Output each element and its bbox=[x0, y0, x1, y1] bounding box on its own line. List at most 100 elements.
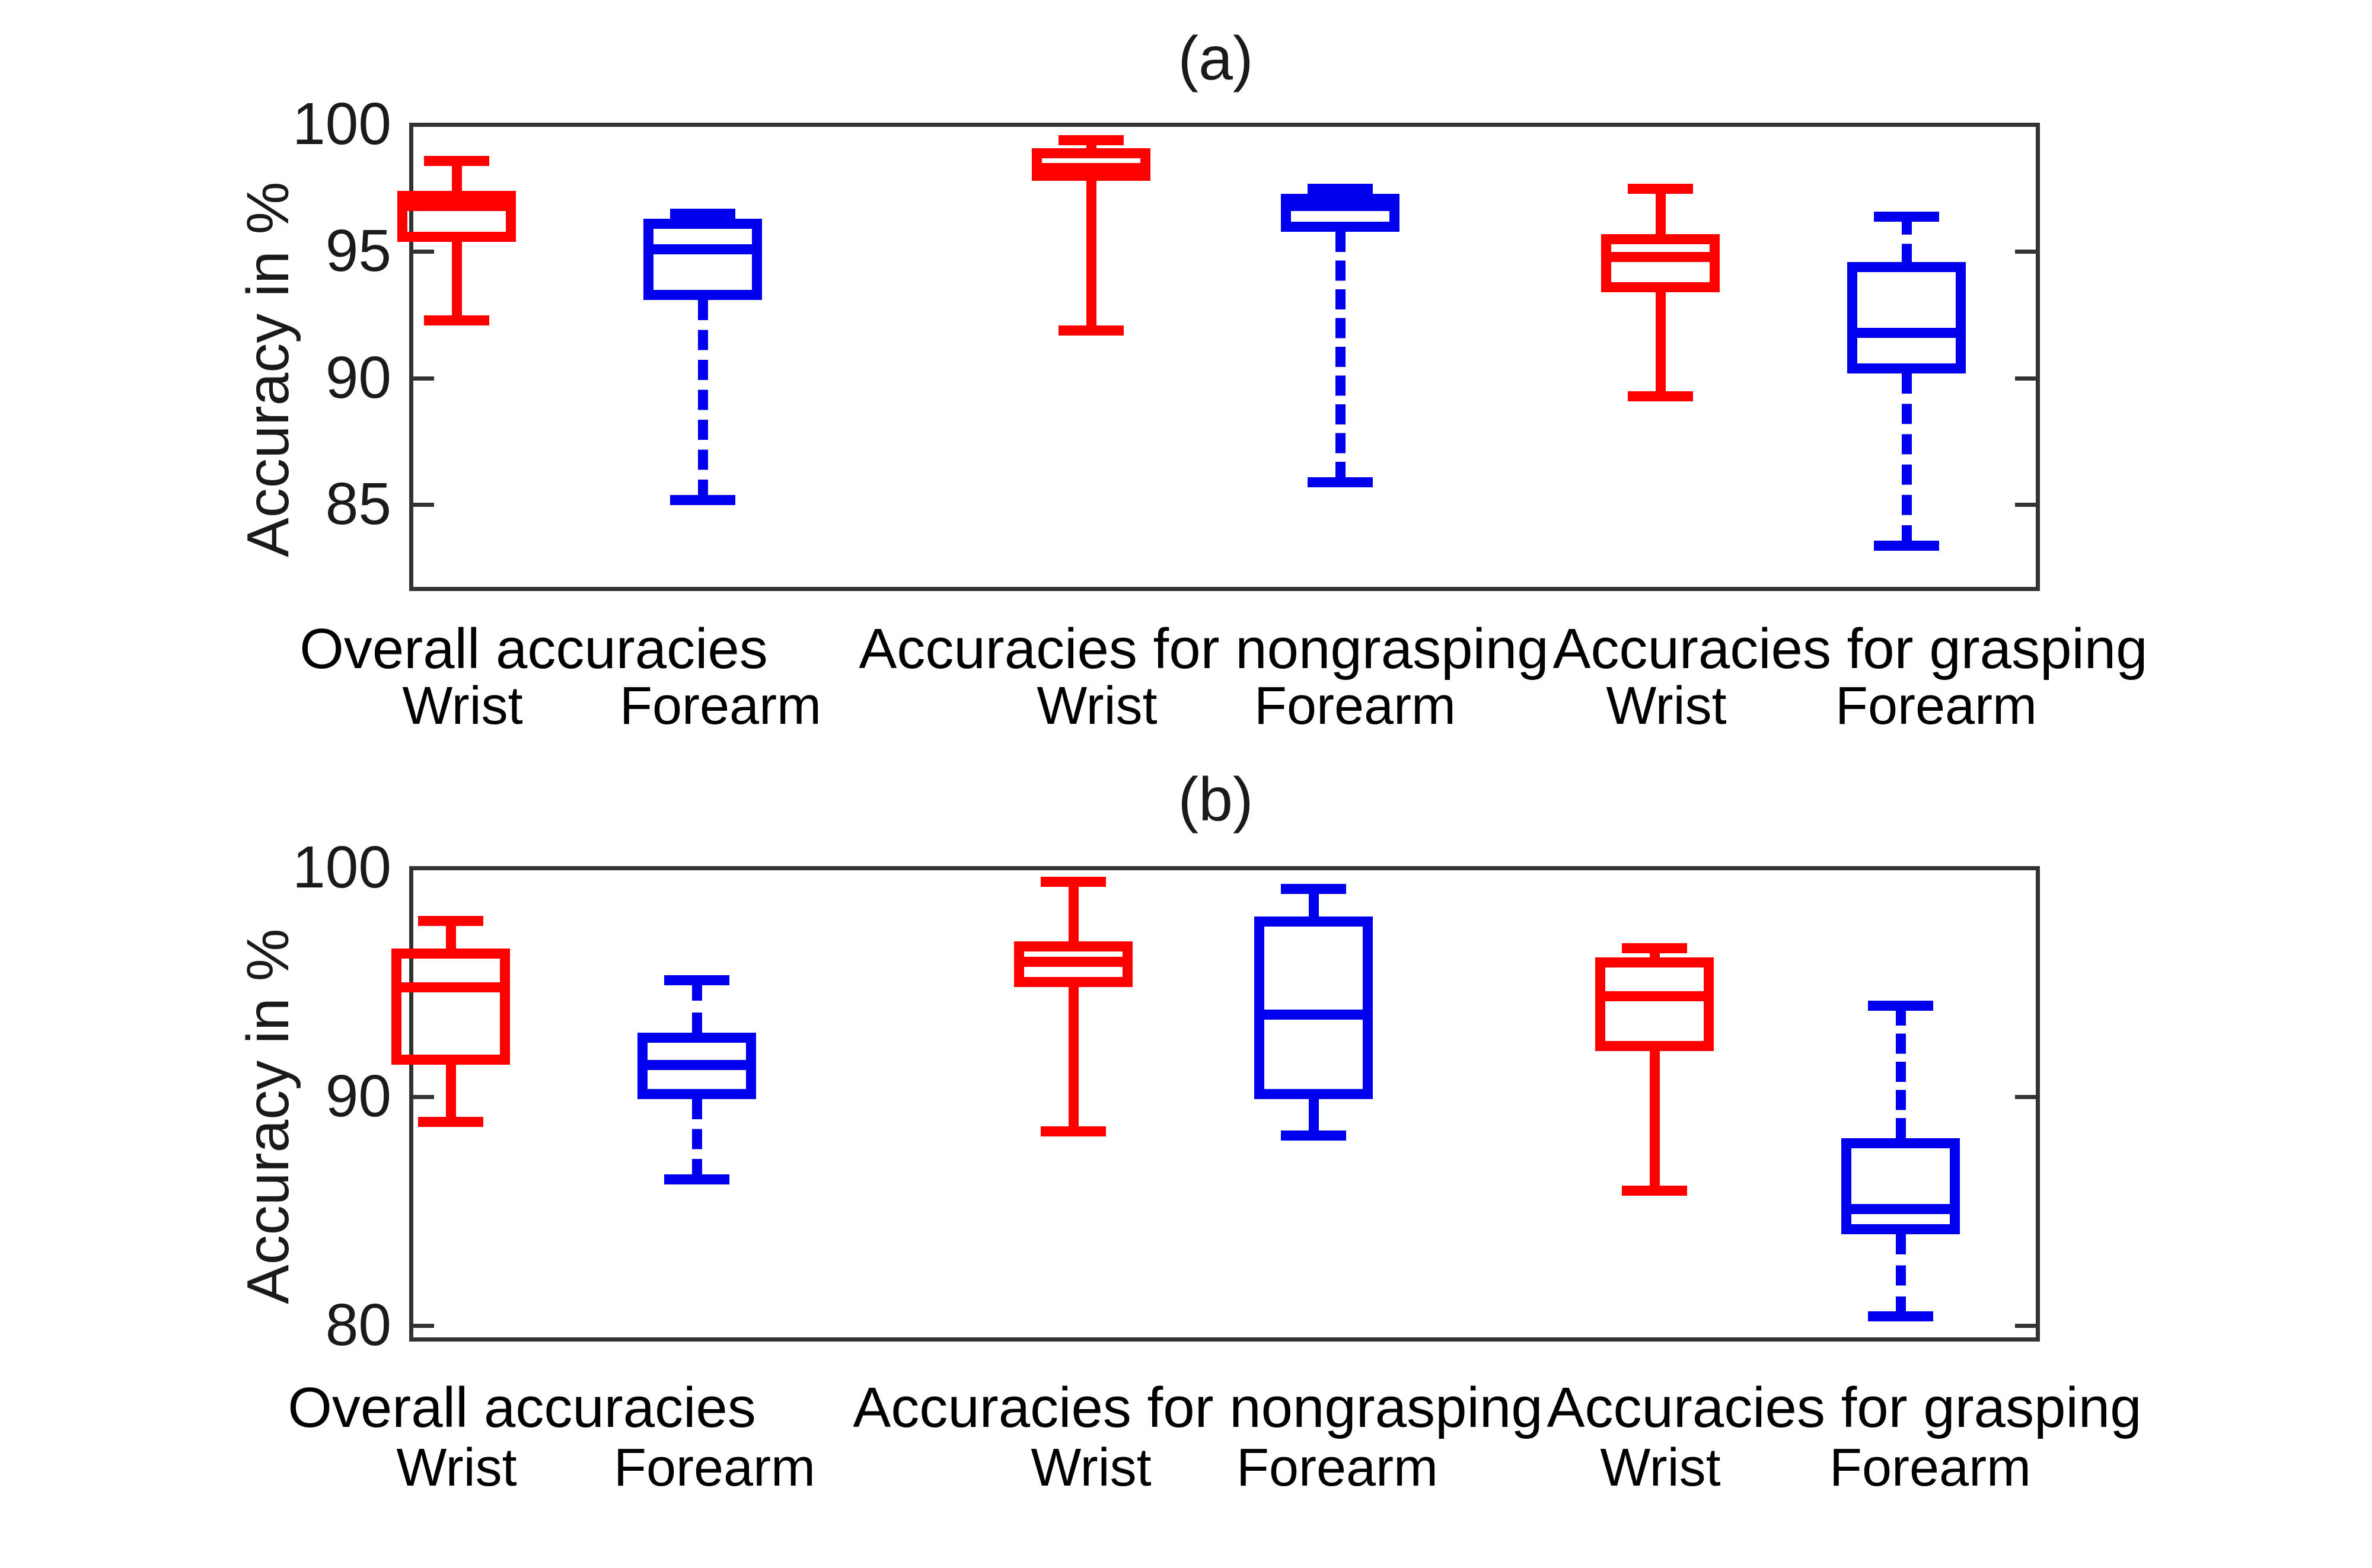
box-a-0-wrist bbox=[397, 191, 516, 242]
whisker-lower-b-2-forearm bbox=[1895, 1234, 1906, 1317]
whisker-lower-a-2-forearm bbox=[1901, 373, 1912, 546]
median-a-0-wrist bbox=[397, 201, 516, 212]
panel-b-ytick-mark-80 bbox=[409, 1324, 434, 1328]
whisker-cap-lower-b-2-wrist bbox=[1622, 1186, 1687, 1196]
whisker-lower-a-0-wrist bbox=[451, 241, 462, 321]
panel-b-series-label-0-forearm: Forearm bbox=[613, 1438, 816, 1497]
whisker-lower-a-1-wrist bbox=[1086, 181, 1096, 331]
median-b-0-wrist bbox=[391, 982, 510, 992]
median-a-2-forearm bbox=[1847, 327, 1966, 338]
panel-a-group-label-1: Accuracies for nongrasping bbox=[859, 617, 1549, 681]
panel-b-title: (b) bbox=[1178, 765, 1254, 834]
median-a-2-wrist bbox=[1601, 251, 1720, 262]
whisker-lower-b-0-forearm bbox=[691, 1099, 702, 1180]
whisker-lower-b-2-wrist bbox=[1649, 1051, 1660, 1191]
box-b-0-wrist bbox=[391, 948, 510, 1065]
panel-b-ytick-mark-90-right bbox=[2015, 1095, 2040, 1099]
panel-b-series-label-2-forearm: Forearm bbox=[1829, 1438, 2032, 1497]
median-b-0-forearm bbox=[637, 1059, 756, 1070]
whisker-upper-a-0-wrist bbox=[451, 161, 462, 191]
median-a-1-forearm bbox=[1281, 201, 1399, 212]
whisker-cap-lower-a-2-forearm bbox=[1874, 540, 1939, 551]
panel-a-ytick-mark-85-right bbox=[2015, 503, 2040, 507]
panel-b-series-label-0-wrist: Wrist bbox=[396, 1438, 517, 1497]
panel-a-series-label-0-forearm: Forearm bbox=[619, 676, 822, 736]
panel-b-ytick-label-100: 100 bbox=[292, 834, 391, 900]
panel-b-series-label-1-forearm: Forearm bbox=[1236, 1438, 1439, 1497]
panel-b-group-label-0: Overall accuracies bbox=[288, 1376, 756, 1439]
median-b-2-wrist bbox=[1595, 991, 1714, 1002]
panel-a-series-label-2-forearm: Forearm bbox=[1835, 676, 2038, 736]
whisker-upper-a-2-wrist bbox=[1655, 189, 1666, 234]
whisker-cap-upper-a-2-forearm bbox=[1874, 211, 1939, 222]
panel-a-group-label-2: Accuracies for grasping bbox=[1552, 617, 2148, 681]
box-a-2-forearm bbox=[1847, 261, 1966, 373]
panel-b-ytick-mark-80-right bbox=[2015, 1324, 2040, 1328]
median-b-1-forearm bbox=[1254, 1010, 1373, 1020]
panel-a-ytick-mark-90-right bbox=[2015, 376, 2040, 381]
panel-a-group-label-0: Overall accuracies bbox=[299, 617, 768, 681]
whisker-cap-lower-a-0-wrist bbox=[424, 315, 489, 325]
panel-a-series-label-1-wrist: Wrist bbox=[1037, 676, 1158, 736]
whisker-upper-b-1-wrist bbox=[1068, 882, 1079, 942]
panel-a-ytick-label-100: 100 bbox=[292, 91, 391, 157]
panel-b-ytick-mark-90 bbox=[409, 1095, 434, 1099]
whisker-lower-b-1-forearm bbox=[1308, 1099, 1319, 1136]
panel-a-series-label-0-wrist: Wrist bbox=[402, 676, 523, 736]
panel-a-ytick-mark-95 bbox=[409, 250, 434, 254]
whisker-cap-upper-b-2-wrist bbox=[1622, 943, 1687, 954]
whisker-cap-upper-b-0-forearm bbox=[664, 975, 729, 986]
whisker-cap-lower-a-0-forearm bbox=[670, 494, 735, 505]
whisker-cap-upper-a-2-wrist bbox=[1628, 183, 1693, 194]
whisker-upper-b-2-forearm bbox=[1895, 1005, 1906, 1138]
panel-b-plot-area bbox=[409, 866, 2040, 1342]
box-a-0-forearm bbox=[643, 219, 762, 300]
box-b-2-forearm bbox=[1841, 1138, 1960, 1234]
panel-a-title: (a) bbox=[1178, 24, 1254, 93]
median-a-1-wrist bbox=[1032, 163, 1150, 174]
whisker-cap-upper-a-0-wrist bbox=[424, 155, 489, 166]
whisker-cap-lower-b-2-forearm bbox=[1868, 1311, 1933, 1322]
whisker-cap-upper-a-1-wrist bbox=[1059, 135, 1124, 146]
whisker-cap-lower-a-1-wrist bbox=[1059, 325, 1124, 336]
panel-a-ytick-mark-90 bbox=[409, 376, 434, 381]
panel-b-ytick-label-80: 80 bbox=[325, 1292, 391, 1358]
box-b-1-forearm bbox=[1254, 916, 1373, 1100]
box-b-1-wrist bbox=[1014, 941, 1133, 988]
panel-b-series-label-1-wrist: Wrist bbox=[1031, 1438, 1152, 1497]
panel-a-ytick-mark-100-right bbox=[2015, 250, 2040, 254]
whisker-lower-b-0-wrist bbox=[445, 1065, 456, 1122]
whisker-cap-upper-b-2-forearm bbox=[1868, 1000, 1933, 1011]
whisker-upper-b-0-wrist bbox=[445, 921, 456, 949]
whisker-cap-lower-b-1-wrist bbox=[1041, 1126, 1106, 1136]
panel-b-ytick-label-90: 90 bbox=[325, 1063, 391, 1129]
panel-b-series-label-2-wrist: Wrist bbox=[1600, 1438, 1721, 1497]
panel-a-series-label-2-wrist: Wrist bbox=[1606, 676, 1727, 736]
panel-a-ytick-label-90: 90 bbox=[325, 344, 391, 411]
whisker-cap-upper-b-0-wrist bbox=[418, 916, 483, 927]
whisker-upper-a-2-forearm bbox=[1901, 216, 1912, 262]
box-a-2-wrist bbox=[1601, 234, 1720, 293]
whisker-cap-lower-b-1-forearm bbox=[1281, 1131, 1346, 1141]
whisker-upper-b-0-forearm bbox=[691, 980, 702, 1033]
panel-b-group-label-1: Accuracies for nongrasping bbox=[853, 1376, 1543, 1439]
median-b-1-wrist bbox=[1014, 957, 1133, 967]
whisker-cap-upper-b-1-wrist bbox=[1041, 877, 1106, 887]
median-b-2-forearm bbox=[1841, 1203, 1960, 1214]
panel-a-plot-area bbox=[409, 123, 2040, 591]
box-b-2-wrist bbox=[1595, 957, 1714, 1052]
box-a-1-forearm bbox=[1281, 193, 1399, 232]
whisker-lower-a-0-forearm bbox=[697, 299, 708, 500]
whisker-lower-a-1-forearm bbox=[1335, 231, 1346, 483]
panel-b-group-label-2: Accuracies for grasping bbox=[1547, 1376, 2142, 1439]
whisker-cap-upper-b-1-forearm bbox=[1281, 884, 1346, 895]
median-a-0-forearm bbox=[643, 244, 762, 254]
whisker-upper-b-1-forearm bbox=[1308, 889, 1319, 916]
whisker-cap-upper-a-1-forearm bbox=[1308, 183, 1373, 194]
whisker-cap-lower-b-0-forearm bbox=[664, 1174, 729, 1184]
whisker-lower-a-2-wrist bbox=[1655, 292, 1666, 397]
whisker-cap-lower-a-1-forearm bbox=[1308, 477, 1373, 487]
whisker-cap-lower-a-2-wrist bbox=[1628, 391, 1693, 401]
box-b-0-forearm bbox=[637, 1033, 756, 1100]
